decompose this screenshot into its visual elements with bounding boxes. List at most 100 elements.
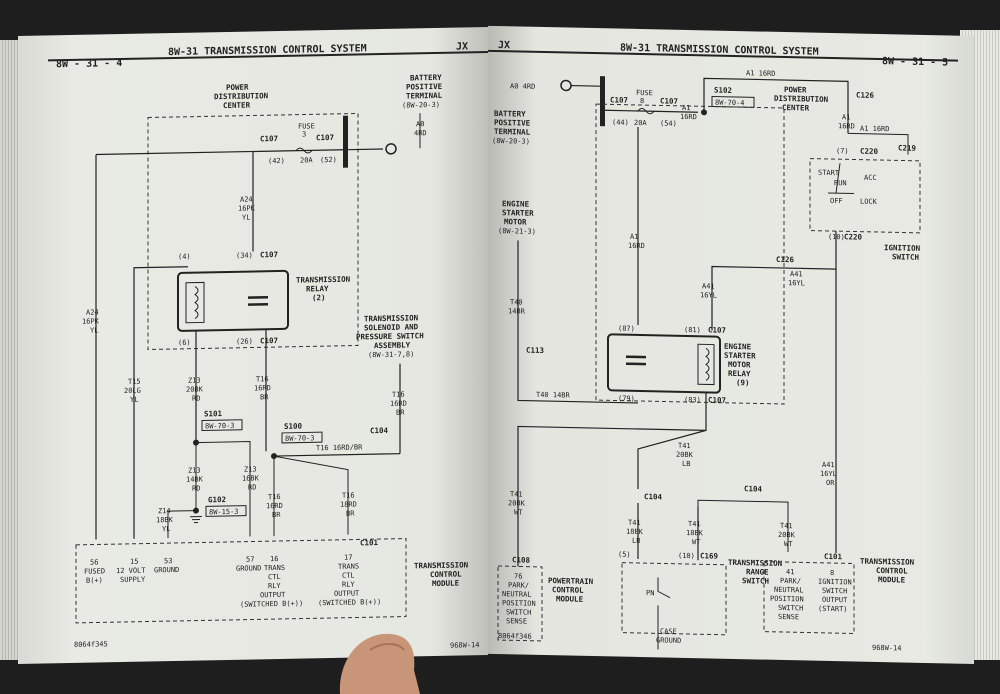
right-c126: C126 — [856, 91, 875, 100]
left-fuse-label: FUSE — [298, 122, 315, 130]
right-battery-line-3: TERMINAL — [494, 127, 531, 137]
left-a24-gauge: 16PK — [238, 204, 256, 212]
right-a0-wire — [571, 84, 600, 87]
right-tcm-line-1: TRANSMISSION — [860, 557, 915, 567]
right-fuse-rating: 20A — [634, 119, 647, 127]
right-pin-83: (83) — [684, 396, 701, 404]
left-pin-56-number: 56 — [90, 558, 98, 566]
right-c104-run — [697, 499, 789, 553]
right-starter-line-3: MOTOR — [504, 217, 527, 226]
right-ign-switch-line-2: SWITCH — [892, 252, 920, 262]
right-c220-a: C220 — [860, 147, 879, 156]
left-pin-16-line-5: (SWITCHED B(+)) — [240, 600, 303, 609]
right-t40-color: 14BR — [508, 307, 526, 315]
right-a1-short-code: A1 — [682, 104, 690, 112]
left-bus-bar — [343, 115, 348, 168]
left-pin-57-number: 57 — [246, 555, 254, 563]
right-pcm-pin-line-2: NEUTRAL — [502, 590, 532, 599]
right-c107-a: C107 — [610, 95, 628, 104]
right-starter-relay-line-5: (9) — [736, 378, 750, 387]
left-pin-17-line-5: (SWITCHED B(+)) — [318, 598, 381, 607]
left-pin-16-line-3: RLY — [268, 582, 281, 590]
left-z14-wire — [167, 510, 196, 539]
left-t16-a-color: BR — [272, 511, 281, 519]
right-starter-line-4: (8W-21-3) — [498, 227, 536, 236]
right-starter-relay-line-3: MOTOR — [728, 360, 751, 369]
left-relay-coil — [194, 286, 199, 320]
right-t41-d-gauge: 18BK — [686, 529, 704, 537]
right-t41-d-color: WT — [692, 538, 701, 546]
left-pin-15-line-2: SUPPLY — [120, 576, 146, 584]
left-c101: C101 — [360, 538, 379, 547]
right-pcm-line-3: MODULE — [556, 594, 584, 604]
left-pin-17-line-4: OUTPUT — [334, 589, 360, 597]
left-pin-42: (42) — [268, 157, 285, 165]
right-pin-79: (79) — [618, 395, 635, 403]
right-battery-line-4: (8W-20-3) — [492, 137, 530, 146]
right-tcm-pin41-line-5: SENSE — [778, 613, 799, 621]
right-c107-b: C107 — [660, 96, 678, 105]
left-battery-line-3: TERMINAL — [406, 91, 443, 101]
left-t15-gauge: 20LG — [124, 387, 141, 395]
right-a1-mid-color: 16RD — [628, 242, 645, 250]
right-t41-wire — [637, 392, 707, 489]
left-c107-relay-top: C107 — [260, 250, 278, 259]
left-battery-terminal: BATTERY POSITIVE TERMINAL (8W-20-3) — [402, 73, 443, 110]
left-pin-56-line-2: B(+) — [86, 576, 103, 584]
left-pin-16-line-4: OUTPUT — [260, 591, 286, 599]
right-t41-pcm-wire — [517, 425, 706, 567]
left-t16-a-code: T16 — [268, 493, 281, 501]
right-fuse-label: FUSE — [636, 89, 653, 97]
right-c126-b: C126 — [776, 255, 795, 264]
left-pin-17-line-2: CTL — [342, 572, 355, 580]
left-pin-17-line-1: TRANS — [338, 562, 359, 570]
right-t40-wire — [517, 240, 638, 404]
left-battery-wire — [348, 148, 383, 151]
right-pin-54: (54) — [660, 119, 677, 127]
right-a1-right-code: A1 — [842, 113, 850, 121]
right-a1-right-color: 16RD — [838, 122, 855, 130]
left-tcm-line-1: TRANSMISSION — [414, 560, 469, 570]
right-pin-7: (7) — [836, 147, 849, 155]
right-ign-wiper — [828, 163, 854, 194]
left-a24-color: YL — [242, 214, 250, 222]
right-c113: C113 — [526, 346, 545, 355]
right-t41-c-color: LB — [632, 537, 640, 545]
left-c104: C104 — [370, 426, 389, 435]
left-wiring-diagram: 8W - 31 - 4 8W-31 TRANSMISSION CONTROL S… — [48, 41, 488, 650]
left-solenoid-line-4: ASSEMBLY — [374, 340, 411, 350]
right-case-ground-2: GROUND — [656, 636, 681, 645]
right-starter-line-2: STARTER — [502, 208, 534, 218]
left-z13-b-wire — [196, 441, 251, 537]
left-t16-right-gauge: 16RD — [390, 400, 407, 408]
right-t41-a-gauge: 20BK — [676, 451, 694, 459]
right-t41-e-gauge: 20BK — [778, 531, 796, 539]
left-relay-line-1: TRANSMISSION — [296, 275, 351, 285]
left-t16-run-label: T16 16RD/BR — [316, 443, 363, 452]
left-battery-line-4: (8W-20-3) — [402, 101, 440, 110]
right-a1-top: A1 16RD — [746, 69, 776, 78]
right-t41-b-gauge: 20BK — [508, 499, 526, 507]
right-tcm-pin8-line-2: SWITCH — [822, 587, 847, 596]
left-s100: S100 — [284, 422, 303, 431]
left-tcm-pins: 56 FUSED B(+) 15 12 VOLT SUPPLY 53 GROUN… — [84, 554, 381, 609]
right-pcm-box — [497, 565, 543, 642]
right-c104-a: C104 — [644, 492, 663, 501]
left-solenoid-line-3: PRESSURE SWITCH — [356, 331, 424, 341]
right-relay-box — [607, 333, 721, 394]
left-pdc-line-2: DISTRIBUTION — [214, 91, 269, 101]
left-t15-wire — [133, 266, 188, 539]
left-a24-code: A24 — [240, 195, 253, 203]
right-relay-coil-box — [697, 343, 715, 386]
left-page-number: 8W - 31 - 4 — [56, 58, 122, 70]
right-a41-c-gauge: 16YL — [820, 470, 837, 478]
right-c219: C219 — [898, 143, 917, 152]
left-a0-color: 4RD — [414, 129, 427, 137]
left-fuse-symbol — [295, 147, 313, 154]
left-battery-line-1: BATTERY — [410, 73, 442, 83]
right-a1-top-wire — [703, 77, 849, 134]
right-t41-d-code: T41 — [688, 520, 701, 528]
right-ign-off: OFF — [830, 197, 843, 205]
right-pdc-line-3: CENTER — [782, 103, 810, 113]
